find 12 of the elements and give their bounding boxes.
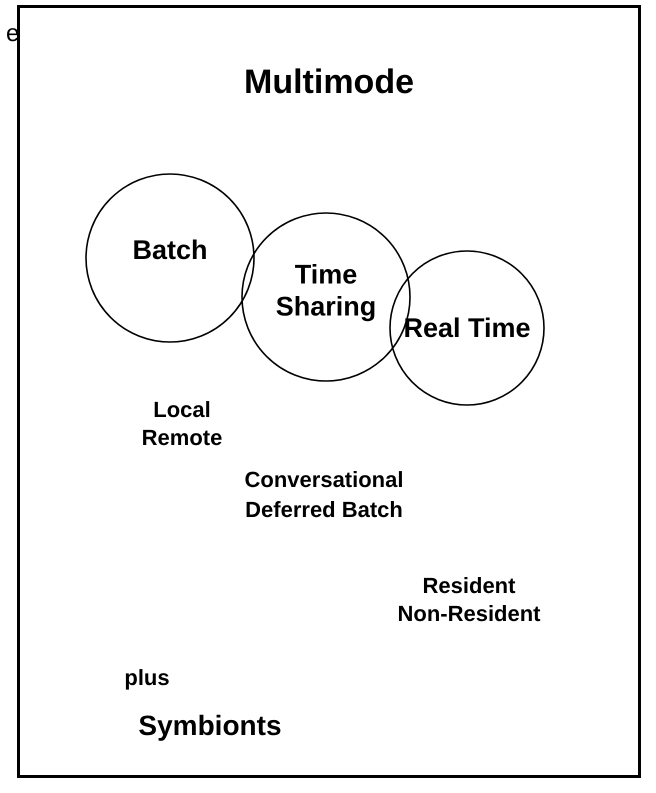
mode-option-text: Local	[153, 397, 211, 422]
mode-option-text: plus	[124, 665, 170, 690]
mode-option-text: Remote	[142, 425, 222, 450]
diagram-heading: Multimode	[244, 63, 414, 102]
mode-option-text: Resident	[422, 573, 516, 598]
mode-label: Batch	[131, 234, 208, 266]
mode-label: Time Sharing	[274, 258, 378, 324]
mode-label: Real Time	[402, 312, 532, 344]
mode-option-text: Deferred Batch	[245, 497, 403, 522]
mode-option-text: Non-Resident	[398, 601, 540, 626]
mode-option-text: Conversational	[244, 467, 404, 492]
mode-option-text: Symbionts	[138, 710, 282, 742]
